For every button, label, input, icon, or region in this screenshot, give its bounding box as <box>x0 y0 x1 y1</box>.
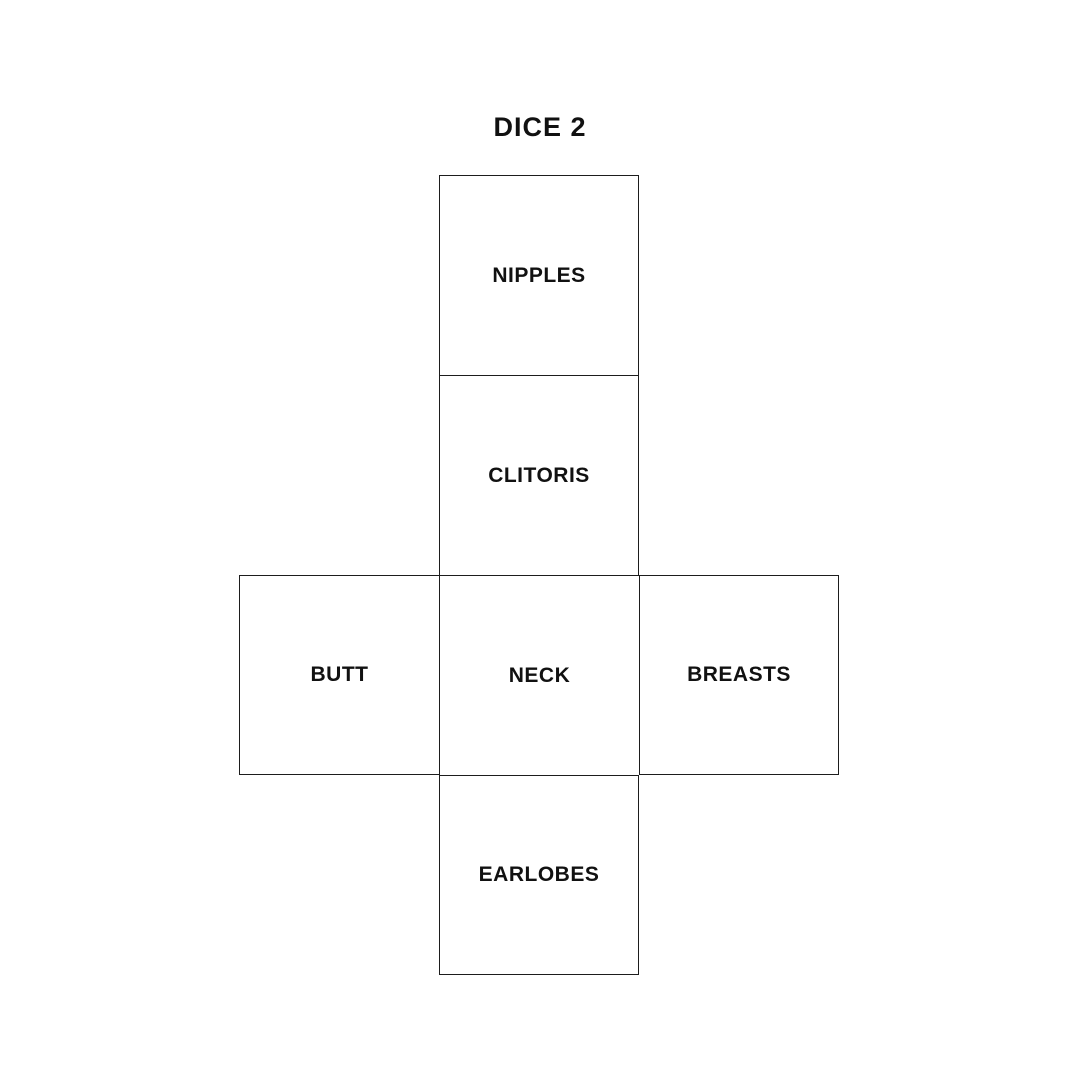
dice-net-diagram: NIPPLES CLITORIS BUTT NECK BREASTS EARLO… <box>239 175 841 975</box>
face-breasts: BREASTS <box>639 575 839 775</box>
face-label: NECK <box>508 663 571 687</box>
face-clitoris: CLITORIS <box>439 375 639 575</box>
face-label: EARLOBES <box>478 863 600 886</box>
face-butt: BUTT <box>239 575 439 775</box>
face-nipples: NIPPLES <box>439 175 639 375</box>
face-label: CLITORIS <box>488 463 590 487</box>
face-label: NIPPLES <box>492 263 586 287</box>
face-neck: NECK <box>439 575 639 775</box>
face-label: BREASTS <box>687 663 791 686</box>
face-earlobes: EARLOBES <box>439 775 639 975</box>
page-title: DICE 2 <box>493 112 587 142</box>
face-label: BUTT <box>310 663 369 686</box>
